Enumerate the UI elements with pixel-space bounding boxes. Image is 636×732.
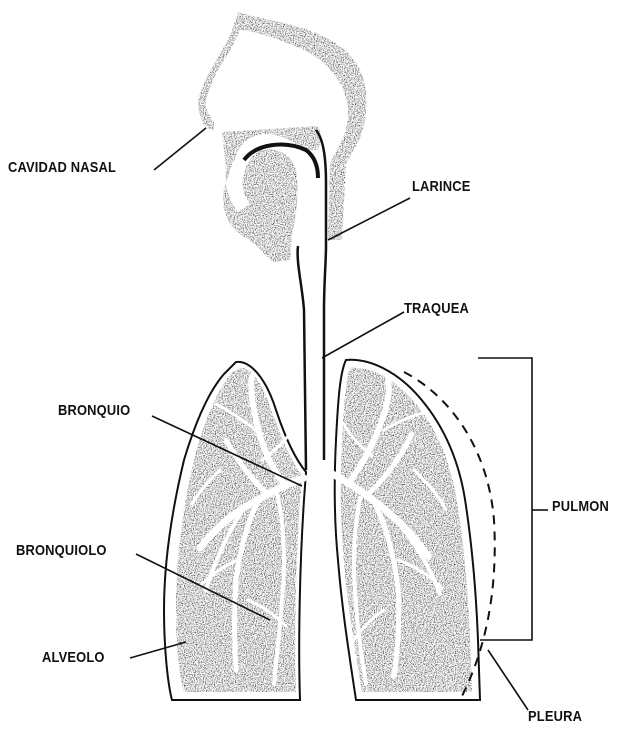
leader-traquea (322, 312, 404, 358)
label-pleura: PLEURA (528, 708, 582, 725)
label-alveolo: ALVEOLO (42, 649, 105, 666)
trachea (298, 246, 326, 470)
pulmon-bracket (478, 358, 532, 640)
leader-cavidad-nasal (154, 128, 206, 170)
label-bronquio: BRONQUIO (58, 402, 130, 419)
label-cavidad-nasal: CAVIDAD NASAL (8, 159, 116, 176)
label-bronquiolo: BRONQUIOLO (16, 542, 107, 559)
label-pulmon: PULMON (552, 498, 609, 515)
head-profile (198, 12, 366, 262)
lung-left (164, 362, 306, 700)
label-larince: LARINCE (412, 178, 471, 195)
lung-right (324, 360, 495, 700)
label-traquea: TRAQUEA (404, 300, 469, 317)
leader-pleura (488, 650, 528, 710)
